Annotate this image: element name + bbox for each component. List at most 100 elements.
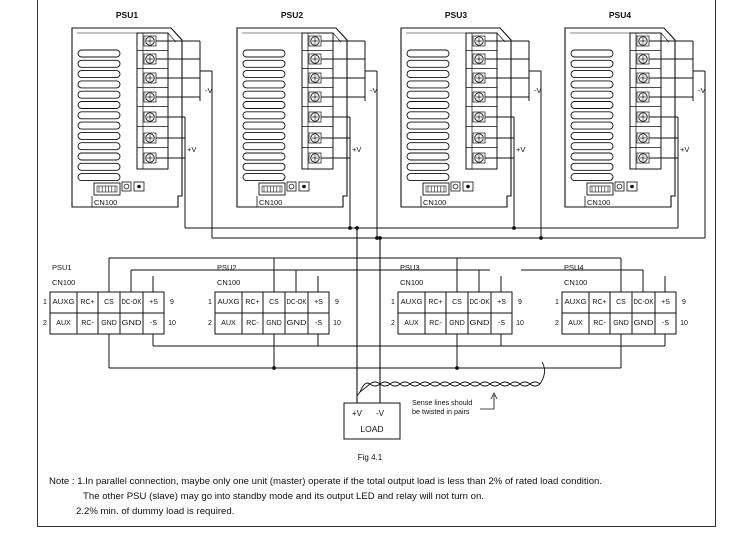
pin-cell-label: GND — [266, 320, 282, 327]
pin-cell-label: -S — [150, 320, 157, 327]
pos-label: +V — [187, 145, 196, 154]
junction-dot — [355, 226, 359, 230]
pin-cell-label: DC-OK — [122, 299, 142, 306]
vent-slot — [242, 173, 286, 182]
adjust-pot-icon — [466, 184, 470, 189]
table-cn-label: CN100 — [52, 278, 75, 287]
connector-label: CN100 — [259, 198, 282, 207]
vent-slot — [570, 131, 614, 140]
vent-slot — [77, 59, 121, 68]
vent-slot — [570, 142, 614, 151]
led-icon — [452, 183, 459, 190]
vent-slot — [406, 49, 450, 58]
psu-unit-1: PSU1 -V +V CN100 — [71, 10, 213, 208]
vent-slot — [242, 90, 286, 99]
twisted-sense-pair — [356, 361, 545, 397]
vent-slot — [570, 59, 614, 68]
connector-label: CN100 — [423, 198, 446, 207]
pin-cell-label: GND — [449, 320, 465, 327]
pin-cell-label: AUX — [221, 320, 236, 327]
output-leads — [156, 40, 212, 159]
screw-cross — [640, 56, 646, 62]
vent-slot — [242, 80, 286, 89]
screw-cross — [312, 135, 318, 141]
vent-slot — [77, 142, 121, 151]
pin-number-right: 9 — [335, 299, 339, 306]
vent-slot — [570, 80, 614, 89]
output-leads — [485, 40, 541, 159]
vent-slot — [77, 131, 121, 140]
vent-slot — [570, 173, 614, 182]
pin-cell-label: +S — [149, 299, 158, 306]
pin-cell-label: -S — [315, 320, 322, 327]
cn100-pins — [261, 185, 283, 193]
vent-slot — [406, 142, 450, 151]
connector-label: CN100 — [94, 198, 117, 207]
pin-cell-label: RC+ — [80, 299, 94, 306]
load-section: +V -V LOAD Sense lines should be twisted… — [343, 398, 472, 462]
pin-number-left: 1 — [391, 299, 395, 306]
pin-cell-label: DC-OK — [634, 299, 654, 306]
vent-slot — [570, 162, 614, 171]
screw-cross — [476, 38, 482, 44]
sense-note-line-1: Sense lines should — [412, 398, 472, 407]
cn100-pins — [96, 185, 118, 193]
pin-number-right: 9 — [170, 299, 174, 306]
note-line-1: Note : 1.In parallel connection, maybe o… — [49, 476, 602, 488]
pin-cell-label: -S — [662, 320, 669, 327]
vent-slot — [77, 121, 121, 130]
pin-cell-label: AUXG — [401, 299, 423, 306]
neg-label: -V — [205, 86, 213, 95]
pin-cell-label: RC- — [593, 320, 606, 327]
led-icon — [288, 183, 295, 190]
vent-slot — [242, 152, 286, 161]
pin-cell-label: GND — [470, 320, 490, 327]
load-minus-label: -V — [376, 409, 385, 418]
pin-cell-label: AUX — [56, 320, 71, 327]
pin-cell-label: GND — [613, 320, 629, 327]
pin-number-left: 2 — [208, 320, 212, 327]
junction-dot — [375, 236, 379, 240]
table-psu-label: PSU4 — [564, 263, 584, 272]
pin-cell-label: CS — [616, 299, 626, 306]
junction-dot — [512, 226, 516, 230]
screw-cross — [147, 155, 153, 161]
junction-dot — [378, 236, 382, 240]
vent-slot — [406, 101, 450, 109]
junction-dot — [348, 226, 352, 230]
vent-slot — [406, 111, 450, 120]
psu-units: PSU1-V+VCN100PSU2-V+VCN100PSU3-V+VCN100P… — [71, 10, 706, 208]
pin-cell-label: GND — [122, 320, 142, 327]
pin-number-right: 9 — [518, 299, 522, 306]
pin-cell-label: CS — [269, 299, 279, 306]
pin-number-right: 10 — [516, 320, 524, 327]
vent-slot — [77, 152, 121, 161]
vent-slot — [406, 59, 450, 68]
screw-cross — [147, 114, 153, 120]
neg-label: -V — [370, 86, 378, 95]
screw-cross — [476, 94, 482, 100]
vent-slot — [242, 111, 286, 120]
pin-number-left: 2 — [43, 320, 47, 327]
vent-slot — [570, 121, 614, 130]
pin-cell-label: RC+ — [245, 299, 259, 306]
load-box — [343, 402, 401, 440]
note-text-1: 1.In parallel connection, maybe only one… — [77, 476, 603, 487]
table-psu-label: PSU3 — [400, 263, 420, 272]
psu-title: PSU1 — [116, 10, 138, 20]
screw-cross — [640, 135, 646, 141]
pin-cell-label: GND — [101, 320, 117, 327]
pin-cell-label: DC-OK — [470, 299, 490, 306]
pin-number-right: 10 — [168, 320, 176, 327]
vent-slot — [242, 131, 286, 140]
wiring — [108, 71, 706, 410]
load-plus-label: +V — [352, 409, 363, 418]
psu-title: PSU4 — [609, 10, 631, 20]
screw-cross — [147, 135, 153, 141]
vent-slot — [77, 173, 121, 182]
output-leads — [321, 40, 377, 159]
junction-dot — [455, 366, 459, 370]
